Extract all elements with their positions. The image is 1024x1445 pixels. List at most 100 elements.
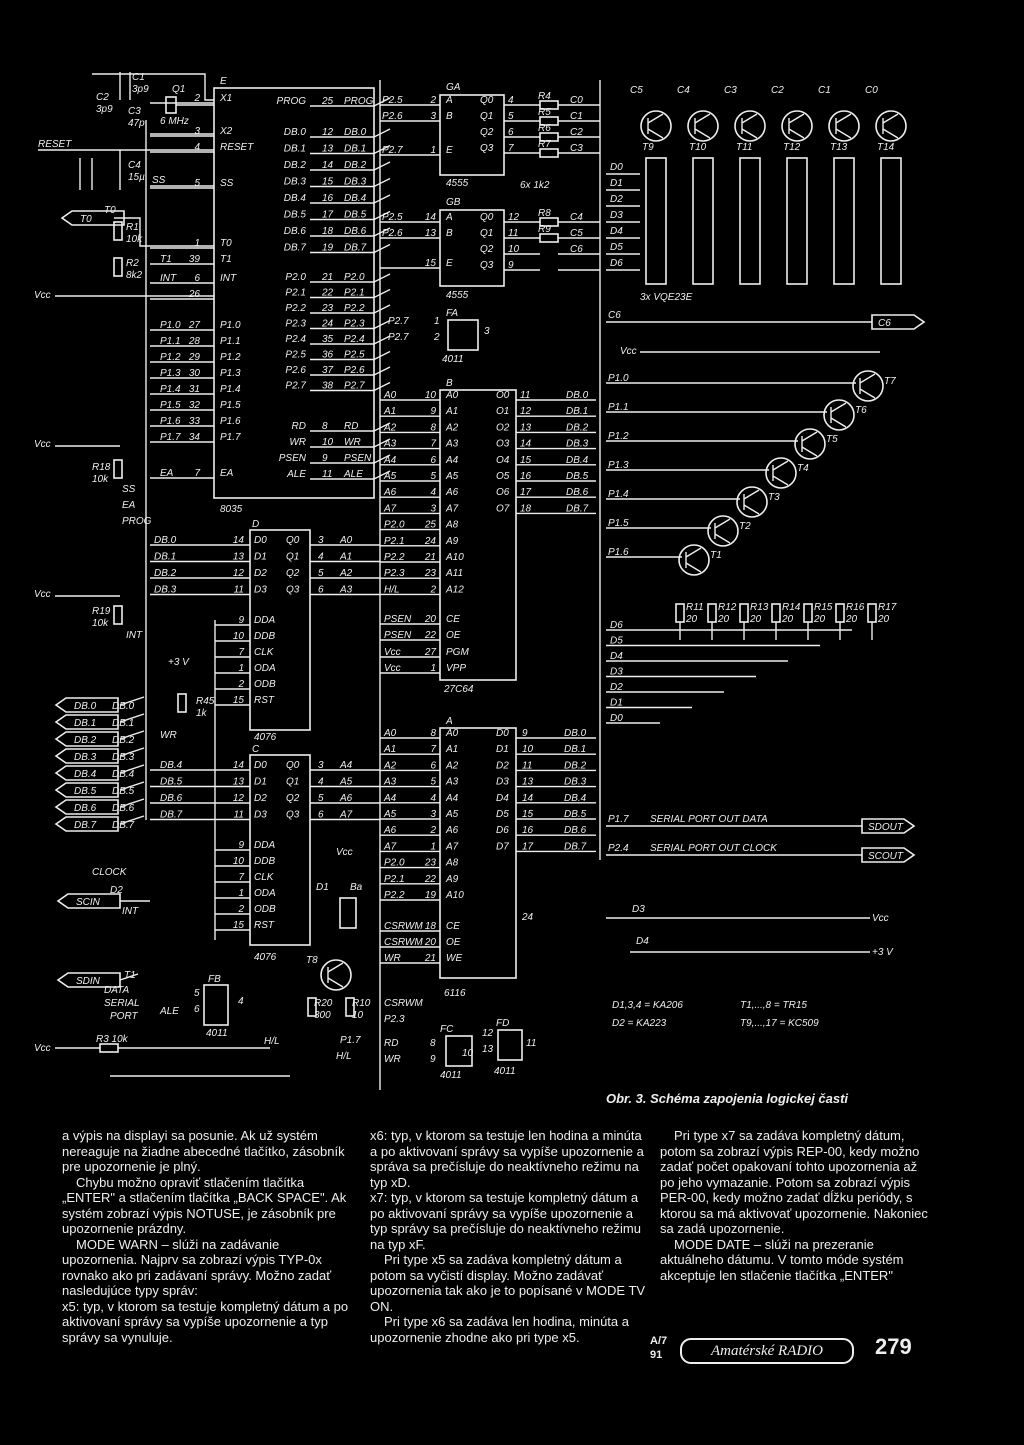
ram-pin-name: A6 (445, 825, 459, 836)
fa-pin: 3 (484, 326, 490, 337)
db-connector-label: DB.2 (74, 735, 97, 746)
eprom-in-net: A7 (383, 503, 397, 514)
db-net-label: DB.4 (112, 769, 135, 780)
eprom-pin-name: A3 (445, 439, 459, 450)
ram-in-net: A7 (383, 841, 397, 852)
cpu-pin-name: EA (220, 468, 234, 479)
cpu-ref: E (220, 76, 227, 87)
paragraph: x7: typ, v ktorom sa testuje kompletný d… (370, 1190, 641, 1252)
ga-out-pin: 5 (508, 111, 514, 122)
gb-pin-name: B (446, 228, 453, 239)
gb-pin: 15 (425, 258, 437, 269)
eprom-in-net: H/L (384, 584, 400, 595)
r45-label: R45 (196, 696, 215, 707)
cpu-part: 8035 (220, 504, 243, 515)
transistor-collector (694, 113, 711, 124)
cpu-net-label: P2.0 (344, 272, 365, 283)
segment-net: D5 (610, 242, 623, 253)
db-connector (54, 782, 119, 798)
cpu-pin-name: DB.7 (284, 243, 307, 254)
eprom-out-pin: 13 (520, 422, 532, 433)
bus-entry (373, 194, 391, 204)
display-label: 3x VQE23E (640, 292, 693, 303)
ram-part: 6116 (444, 988, 466, 999)
transistor-collector (685, 547, 702, 558)
c1-value: 3p9 (132, 84, 149, 95)
serial-text: SERIAL PORT OUT DATA (650, 814, 768, 825)
ram-6116 (439, 727, 517, 979)
latch-c-out-name: Q2 (286, 793, 300, 804)
latch-c-pin: 11 (234, 810, 244, 821)
reset-label: RESET (38, 139, 72, 150)
segment-transistor (852, 370, 884, 402)
cpu-net-label: DB.2 (344, 160, 367, 171)
serial-port-net: P2.4 (608, 843, 629, 854)
column-transistor (640, 110, 672, 142)
ram-in-net: A5 (383, 809, 397, 820)
ram-in-net: P2.2 (384, 890, 405, 901)
ram-pin: 4 (430, 793, 436, 804)
eprom-out-net: DB.5 (566, 471, 589, 482)
cpu-pin-number: 15 (322, 177, 334, 188)
ram-pin-name: A8 (445, 858, 459, 869)
ga-net: C0 (570, 95, 583, 106)
eprom-ctrl-name: VPP (446, 663, 466, 674)
p1-net-label: P1.0 (160, 320, 181, 331)
gb-in-net: P2.6 (382, 228, 403, 239)
p23-net: P2.3 (384, 1014, 405, 1025)
cpu-pin-number: 28 (188, 336, 201, 347)
latch-c-ctrl-name: DDA (254, 840, 275, 851)
eprom-out-net: DB.4 (566, 455, 589, 466)
cpu-pin-name: DB.0 (284, 127, 307, 138)
cpu-pin-name: P2.3 (285, 319, 306, 330)
ram-pin-name: A7 (445, 841, 459, 852)
transistor-collector (327, 962, 344, 973)
port1-net: P1.6 (608, 547, 629, 558)
eprom-pin-name: A8 (445, 520, 459, 531)
latch-c-in-net: DB.4 (160, 760, 183, 771)
buzzer-label: Ba (350, 882, 363, 893)
column-transistor (734, 110, 766, 142)
c6-connector-label: C6 (878, 318, 891, 329)
transistor-emitter (835, 128, 852, 139)
transistor-emitter (327, 977, 344, 988)
ram-in-net: A0 (383, 728, 397, 739)
r19 (113, 605, 123, 625)
cpu-net-label: PSEN (344, 453, 372, 464)
cpu-8035 (213, 87, 375, 499)
t1-net: T1 (160, 254, 172, 265)
cpu-net-label: P2.6 (344, 365, 365, 376)
ram-out-pin: 17 (522, 841, 534, 852)
ga-pin: 3 (430, 111, 436, 122)
c1-label: C1 (132, 72, 145, 83)
ga-out-name: Q1 (480, 111, 493, 122)
segment-transistor (678, 544, 710, 576)
segment-transistor-label: T4 (797, 463, 809, 474)
cpu-pin-number: 8 (322, 421, 328, 432)
latch-d-ctrl-pin: 10 (233, 631, 245, 642)
bus-entry (373, 366, 391, 376)
transistor-emitter (772, 475, 789, 486)
fd-pin: 13 (482, 1044, 494, 1055)
ga-out-name: Q0 (480, 95, 494, 106)
gate-fb-4011 (203, 984, 229, 1026)
p1-net-label: P1.4 (160, 384, 181, 395)
eprom-pin: 6 (430, 455, 436, 466)
gb-pin: 14 (425, 212, 437, 223)
fb-part: 4011 (206, 1028, 228, 1039)
cpu-pin-number: 17 (322, 210, 334, 221)
ss-net: SS (122, 484, 136, 495)
latch-d-ctrl-pin: 9 (238, 615, 244, 626)
gate-fc-4011 (445, 1035, 473, 1067)
gb-out-pin: 10 (508, 244, 520, 255)
eprom-out-pin: 17 (520, 487, 532, 498)
ram-out-pin: 9 (522, 728, 528, 739)
fa-part: 4011 (442, 354, 464, 365)
eprom-out-name: O1 (496, 406, 509, 417)
transistor-collector (830, 402, 847, 413)
gb-pin-name: A (445, 212, 453, 223)
ga-pin: 1 (430, 145, 436, 156)
fa-in-net: P2.7 (388, 332, 409, 343)
ram-out-pin: 16 (522, 825, 534, 836)
